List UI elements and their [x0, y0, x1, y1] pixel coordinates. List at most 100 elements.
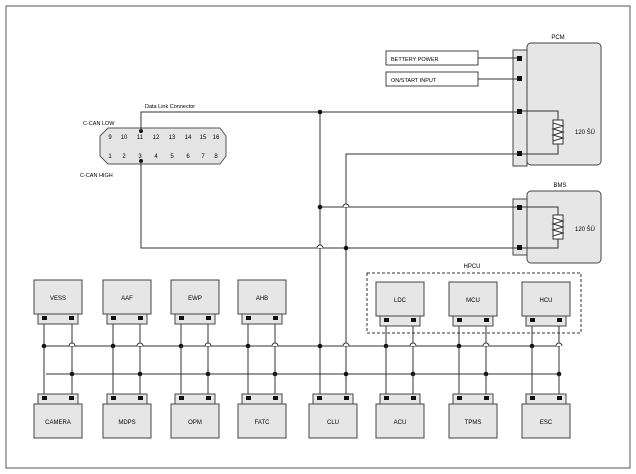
pcm-resistor-zigzag: [551, 122, 565, 142]
hpcu-module-hcu: HCU: [521, 281, 571, 327]
top-module-aaf: AAF: [102, 279, 152, 325]
module-box: [237, 403, 287, 439]
can-high-pcm-wire: [345, 153, 517, 398]
hpcu-dashed-border: [366, 272, 582, 334]
bottom-module-acu: ACU: [375, 393, 425, 439]
wire-crossover: [136, 342, 144, 347]
module-label: MCU: [466, 298, 480, 304]
pcm-pin: [517, 151, 522, 156]
pin: [69, 316, 74, 320]
pcm-internal-wire: [522, 110, 559, 120]
pin: [111, 396, 116, 400]
module-label: MDPS: [118, 420, 135, 426]
module-box: [102, 403, 152, 439]
module-connector: [174, 313, 216, 325]
pcm-module: PCM 120 ŠÜ: [512, 35, 602, 167]
wire-crossover: [316, 244, 324, 249]
pin-11: 11: [137, 135, 144, 141]
pin: [344, 396, 349, 400]
pcm-connector: [512, 49, 528, 167]
module-label: LDC: [394, 298, 407, 304]
top-module-vess: VESS: [33, 279, 83, 325]
wire-crossover: [68, 342, 76, 347]
module-label: AAF: [121, 296, 133, 302]
pin: [273, 396, 278, 400]
module-connector: [106, 313, 148, 325]
module-box: [448, 281, 498, 317]
pcm-resistor-label: 120 ŠÜ: [575, 129, 595, 136]
connector-title: Data Link Connector: [145, 104, 195, 110]
can-low-bus: [140, 109, 517, 398]
onstart-input: ON/START INPUT: [385, 71, 517, 87]
module-connector: [379, 315, 421, 327]
pin: [179, 316, 184, 320]
pin: [484, 396, 489, 400]
can-low-top-wire: [140, 111, 517, 131]
pin-6: 6: [186, 154, 190, 160]
module-box: [375, 403, 425, 439]
pin: [411, 318, 416, 322]
junction-dot: [317, 109, 323, 115]
pin-4: 4: [154, 154, 158, 160]
junction-dot: [343, 371, 349, 377]
bms-internal-wire: [522, 239, 559, 249]
pin: [317, 396, 322, 400]
bottom-module-camera: CAMERA: [33, 393, 83, 439]
wire-crossover: [271, 342, 279, 347]
module-label: ESC: [540, 420, 553, 426]
bms-pin: [517, 205, 522, 210]
pin: [138, 316, 143, 320]
pcm-pin: [517, 76, 522, 81]
pcm-pin: [517, 109, 522, 114]
battery-power-input: BETTERY POWER: [385, 50, 517, 66]
pin: [206, 316, 211, 320]
module-label: CLU: [327, 420, 339, 426]
pin: [530, 318, 535, 322]
module-box: [237, 279, 287, 315]
top-drops: [43, 324, 560, 374]
pin-7: 7: [201, 154, 205, 160]
module-box: [33, 279, 83, 315]
bottom-module-fatc: FATC: [237, 393, 287, 439]
battery-power-label: BETTERY POWER: [391, 57, 439, 63]
bms-label: BMS: [553, 183, 566, 189]
pin: [457, 396, 462, 400]
module-connector: [241, 313, 283, 325]
module-box: [102, 279, 152, 315]
wire-crossover: [409, 342, 417, 347]
pin-15: 15: [200, 135, 207, 141]
module-label: EWP: [188, 296, 202, 302]
pin: [384, 396, 389, 400]
module-label: AHB: [256, 296, 268, 302]
pin: [179, 396, 184, 400]
wire-crossover: [204, 342, 212, 347]
pin-12: 12: [153, 135, 160, 141]
pin: [246, 396, 251, 400]
pin-2: 2: [122, 154, 126, 160]
pin-16: 16: [213, 135, 220, 141]
pin: [530, 396, 535, 400]
module-box: [521, 281, 571, 317]
can-high-label: C-CAN HIGH: [80, 173, 113, 179]
pin-8: 8: [214, 154, 218, 160]
diagram-frame: [5, 5, 631, 469]
wire-crossover: [342, 203, 350, 208]
junction-dot: [343, 245, 349, 251]
pin-5: 5: [170, 154, 174, 160]
bms-resistor-zigzag: [551, 217, 565, 237]
bottom-module-mdps: MDPS: [102, 393, 152, 439]
module-box: [448, 403, 498, 439]
top-module-ewp: EWP: [170, 279, 220, 325]
pin: [557, 318, 562, 322]
pcm-internal-wire: [522, 144, 559, 155]
module-connector: [525, 315, 567, 327]
bottom-module-tpms: TPMS: [448, 393, 498, 439]
hpcu-module-mcu: MCU: [448, 281, 498, 327]
pin: [69, 396, 74, 400]
pin-14: 14: [185, 135, 192, 141]
module-connector: [37, 313, 79, 325]
connector-pins-top: 9 10 11 12 13 14 15 16: [108, 135, 220, 141]
module-label: ACU: [394, 420, 407, 426]
bottom-module-clu: CLU: [308, 393, 358, 439]
